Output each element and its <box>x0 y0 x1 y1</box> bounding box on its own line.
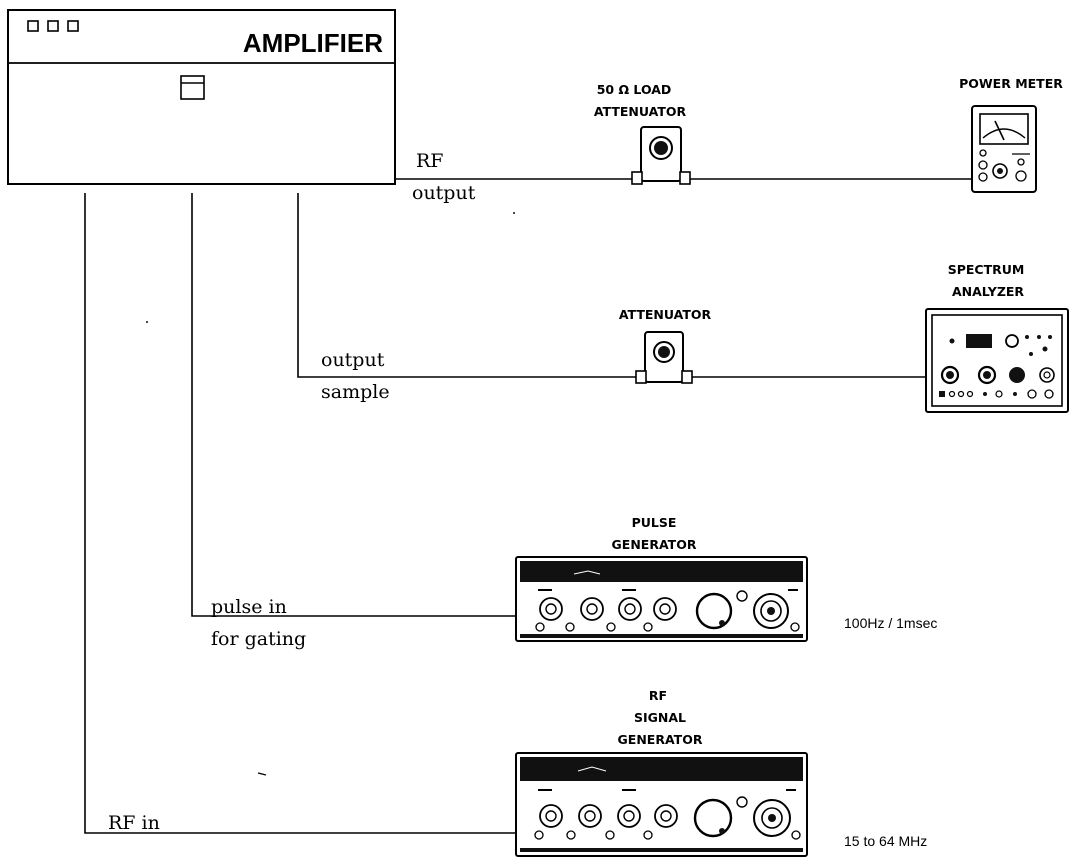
load-attenuator-label-line2: ATTENUATOR <box>594 104 687 119</box>
attenuator: ATTENUATOR <box>619 307 712 384</box>
amplifier-switch-icon <box>180 75 205 100</box>
attenuator-label: ATTENUATOR <box>619 307 712 322</box>
rf-signal-generator-label-line2: SIGNAL <box>634 710 686 725</box>
spectrum-analyzer: SPECTRUM ANALYZER <box>925 262 1069 413</box>
wiring <box>84 178 972 834</box>
rf-signal-generator-main-dial-icon <box>693 798 733 838</box>
pulse-generator-top-panel <box>520 561 803 582</box>
load-attenuator-input-connector <box>631 171 643 185</box>
rf-signal-generator-label-line3: GENERATOR <box>618 732 703 747</box>
pulse-generator: PULSE GENERATOR 100Hz / 1msec <box>515 515 937 642</box>
power-meter: POWER METER <box>959 76 1063 193</box>
power-meter-needle-icon <box>994 120 1005 141</box>
spectrum-analyzer-knob-3-icon <box>1009 367 1025 383</box>
load-attenuator-output-connector <box>679 171 691 185</box>
amplifier-indicator-3 <box>67 20 79 32</box>
scan-speck <box>513 212 515 214</box>
attenuator-output-connector <box>681 370 693 384</box>
output-sample-label-line1: output <box>321 349 385 371</box>
output-sample-label-line2: sample <box>321 381 390 403</box>
amplifier: AMPLIFIER <box>7 9 396 185</box>
rf-signal-generator-setting: 15 to 64 MHz <box>844 833 927 849</box>
pulse-generator-knobs <box>535 590 800 632</box>
scan-speck <box>257 772 267 776</box>
output-sample-wire <box>297 193 637 378</box>
pulse-in-label-line1: pulse in <box>211 596 287 618</box>
pulse-generator-label-line2: GENERATOR <box>612 537 697 552</box>
rf-signal-generator-knobs <box>534 796 801 840</box>
rf-signal-generator-top-panel <box>520 757 803 781</box>
pulse-generator-setting: 100Hz / 1msec <box>844 615 937 631</box>
power-meter-label: POWER METER <box>959 76 1063 91</box>
rf-output-label-line1: RF <box>416 150 444 172</box>
spectrum-analyzer-label-line1: SPECTRUM <box>948 262 1025 277</box>
amplifier-title: AMPLIFIER <box>243 28 383 58</box>
rf-in-wire <box>84 193 516 834</box>
scan-speck <box>146 321 148 323</box>
amplifier-indicator-1 <box>27 20 39 32</box>
rf-signal-generator-label-line1: RF <box>649 688 667 703</box>
pulse-in-wire <box>191 193 516 617</box>
load-attenuator: 50 Ω LOAD ATTENUATOR <box>594 82 691 185</box>
rf-in-label: RF in <box>108 812 160 834</box>
load-attenuator-label-line1: 50 Ω LOAD <box>597 82 672 97</box>
attenuator-input-connector <box>635 370 647 384</box>
pulse-generator-label-line1: PULSE <box>632 515 677 530</box>
spectrum-analyzer-panel <box>931 314 1063 407</box>
rf-signal-generator: RF SIGNAL GENERATOR 15 to 64 MHz <box>515 688 927 857</box>
amplifier-indicator-2 <box>47 20 59 32</box>
rf-output-label-line2: output <box>412 182 476 204</box>
spectrum-analyzer-display <box>966 334 992 348</box>
pulse-generator-main-dial-icon <box>695 592 733 630</box>
spectrum-analyzer-label-line2: ANALYZER <box>952 284 1024 299</box>
pulse-in-label-line2: for gating <box>211 628 306 650</box>
